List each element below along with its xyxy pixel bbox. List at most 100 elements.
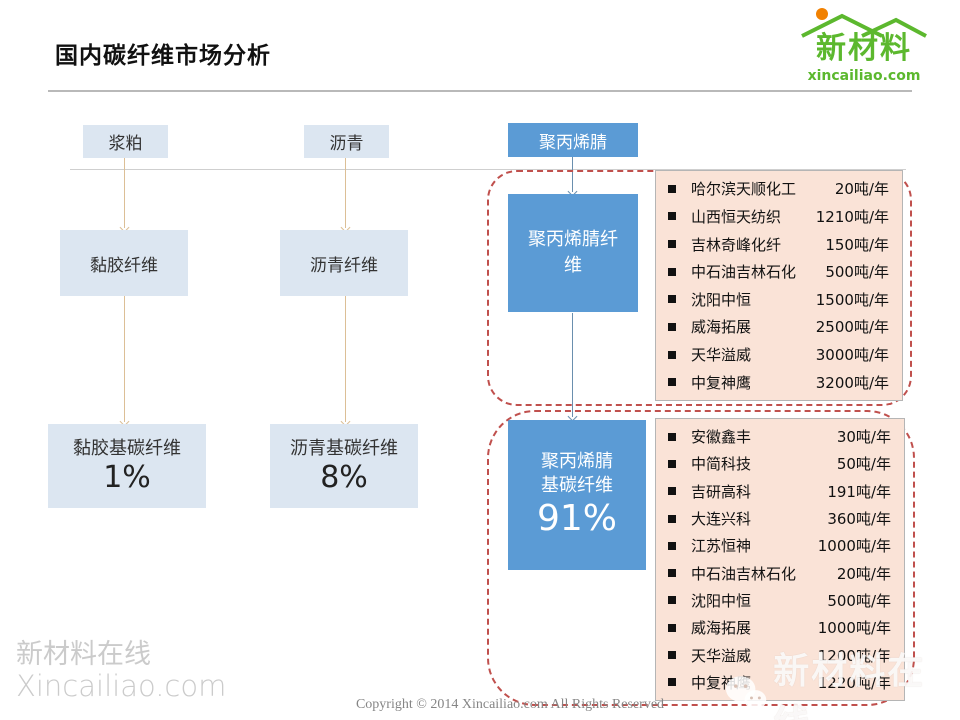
fiber-box-viscose: 黏胶纤维 <box>60 230 188 296</box>
list-item: 沈阳中恒 500吨/年 <box>656 590 904 611</box>
company-capacity: 1000吨/年 <box>817 537 891 556</box>
list-item: 江苏恒神 1000吨/年 <box>656 535 904 556</box>
watermark-cn-text: 新材料在线 <box>16 639 151 670</box>
list-item: 哈尔滨天顺化工 20吨/年 <box>656 178 902 199</box>
company-capacity: 1500吨/年 <box>815 290 889 309</box>
logo-brand-text: 新材料 <box>816 31 912 66</box>
list-item: 大连兴科 360吨/年 <box>656 508 904 529</box>
list-item: 吉研高科 191吨/年 <box>656 481 904 502</box>
list-item: 中简科技 50吨/年 <box>656 453 904 474</box>
page-title: 国内碳纤维市场分析 <box>55 43 271 69</box>
arrow-pitch-to-fiber <box>340 158 351 233</box>
company-capacity: 1210吨/年 <box>815 207 889 226</box>
list-item: 山西恒天纺织 1210吨/年 <box>656 206 902 227</box>
company-name: 哈尔滨天顺化工 <box>691 180 797 199</box>
bullet-square-icon <box>668 184 676 193</box>
bullet-square-icon <box>668 596 676 605</box>
bullet-square-icon <box>668 541 676 550</box>
fiber-box-pitch: 沥青纤维 <box>280 230 408 296</box>
connector-baseline <box>70 169 906 170</box>
watermark-bottom-left: 新材料在线 Xincailiao.com <box>16 640 226 703</box>
company-name: 中复神鹰 <box>691 673 752 692</box>
arrow-pan-to-fiber <box>567 157 578 197</box>
company-capacity: 191吨/年 <box>827 482 891 501</box>
company-capacity: 150吨/年 <box>825 235 889 254</box>
arrow-pitch-to-carbon <box>340 296 351 427</box>
company-capacity: 360吨/年 <box>827 510 891 529</box>
company-name: 威海拓展 <box>691 318 752 337</box>
bullet-square-icon <box>668 378 676 387</box>
company-name: 中石油吉林石化 <box>691 263 797 282</box>
precursor-company-list: 哈尔滨天顺化工 20吨/年 山西恒天纺织 1210吨/年 吉林奇峰化纤 150吨… <box>655 170 903 401</box>
bullet-square-icon <box>668 212 676 221</box>
list-item: 沈阳中恒 1500吨/年 <box>656 289 902 310</box>
bullet-square-icon <box>668 267 676 276</box>
list-item: 安徽鑫丰 30吨/年 <box>656 426 904 447</box>
bullet-square-icon <box>668 487 676 496</box>
company-name: 江苏恒神 <box>691 537 752 556</box>
list-item: 中复神鹰 1220吨/年 <box>656 672 904 693</box>
fiber-box-pan-label: 聚丙烯腈纤维 <box>528 229 618 276</box>
carbon-box-pan-label: 聚丙烯腈基碳纤维 <box>541 451 613 496</box>
carbon-group-outline <box>487 410 915 706</box>
company-capacity: 30吨/年 <box>836 428 891 447</box>
carbon-box-viscose-label: 黏胶基碳纤维 <box>73 438 181 459</box>
company-name: 沈阳中恒 <box>691 591 752 610</box>
carbon-box-pitch-share: 8% <box>320 460 368 495</box>
source-box-pan: 聚丙烯腈 <box>508 123 638 157</box>
company-capacity: 3000吨/年 <box>815 346 889 365</box>
carbon-box-viscose-share: 1% <box>103 460 151 495</box>
fiber-box-pan: 聚丙烯腈纤维 <box>508 194 638 312</box>
brand-logo: 新材料 xincailiao.com <box>798 6 930 92</box>
company-name: 天华溢威 <box>691 346 752 365</box>
company-capacity: 500吨/年 <box>827 591 891 610</box>
company-name: 吉林奇峰化纤 <box>691 235 782 254</box>
company-name: 吉研高科 <box>691 482 752 501</box>
bullet-square-icon <box>668 459 676 468</box>
company-capacity: 2500吨/年 <box>815 318 889 337</box>
arrow-pan-to-carbon <box>567 313 578 422</box>
carbon-box-viscose: 黏胶基碳纤维 1% <box>48 424 206 508</box>
company-name: 沈阳中恒 <box>691 290 752 309</box>
company-name: 中简科技 <box>691 455 752 474</box>
company-capacity: 1200吨/年 <box>817 646 891 665</box>
title-divider <box>48 90 912 92</box>
bullet-square-icon <box>668 651 676 660</box>
bullet-square-icon <box>668 295 676 304</box>
company-capacity: 1220吨/年 <box>817 673 891 692</box>
copyright-footer: Copyright © 2014 Xincailiao.com All Righ… <box>355 697 665 712</box>
list-item: 威海拓展 2500吨/年 <box>656 316 902 337</box>
company-name: 大连兴科 <box>691 510 752 529</box>
company-capacity: 20吨/年 <box>834 180 889 199</box>
bullet-square-icon <box>668 240 676 249</box>
bullet-square-icon <box>668 350 676 359</box>
roof-icon <box>801 8 927 38</box>
bullet-square-icon <box>668 432 676 441</box>
bullet-square-icon <box>668 514 676 523</box>
bullet-square-icon <box>668 678 676 687</box>
logo-domain-text: xincailiao.com <box>807 68 921 84</box>
company-name: 威海拓展 <box>691 619 752 638</box>
bullet-square-icon <box>668 569 676 578</box>
carbon-company-list: 安徽鑫丰 30吨/年 中简科技 50吨/年 吉研高科 191吨/年 大连兴科 3… <box>655 418 905 701</box>
company-capacity: 50吨/年 <box>836 455 891 474</box>
list-item: 威海拓展 1000吨/年 <box>656 617 904 638</box>
company-name: 安徽鑫丰 <box>691 428 752 447</box>
list-item: 中石油吉林石化 20吨/年 <box>656 563 904 584</box>
company-capacity: 3200吨/年 <box>815 373 889 392</box>
bullet-square-icon <box>668 623 676 632</box>
arrow-pulp-to-fiber <box>119 158 130 233</box>
carbon-box-pitch: 沥青基碳纤维 8% <box>270 424 418 508</box>
arrow-viscose-to-carbon <box>119 296 130 427</box>
company-name: 中石油吉林石化 <box>691 564 797 583</box>
company-capacity: 20吨/年 <box>836 564 891 583</box>
company-name: 天华溢威 <box>691 646 752 665</box>
list-item: 天华溢威 1200吨/年 <box>656 645 904 666</box>
list-item: 中石油吉林石化 500吨/年 <box>656 261 902 282</box>
company-name: 中复神鹰 <box>691 373 752 392</box>
carbon-box-pitch-label: 沥青基碳纤维 <box>290 438 398 459</box>
list-item: 中复神鹰 3200吨/年 <box>656 372 902 393</box>
list-item: 吉林奇峰化纤 150吨/年 <box>656 234 902 255</box>
watermark-domain-text: Xincailiao.com <box>16 669 227 703</box>
